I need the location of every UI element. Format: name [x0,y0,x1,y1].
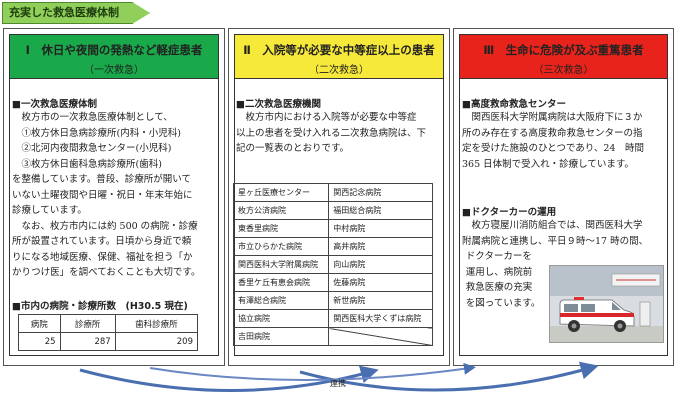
link-arrow-mid [149,362,476,381]
primary-care-body-line: いない土曜夜間や日曜・祝日・年末年始に [12,189,193,201]
doctor-car-body-line: 救急医療の充実 [465,282,533,293]
table-row: 吉田病院 [232,327,433,346]
secondary-care-header-title: Ⅱ 入院等が必要な中等症以上の患者 [243,43,435,57]
table-row: 25 287 209 [18,332,199,351]
facility-count-title: ■市内の病院・診療所数 (H30.5 現在) [12,301,188,312]
ambulance-icon [550,266,663,342]
facility-item: ③枚方休日歯科急病診療所(歯科) [21,158,162,170]
secondary-care-header: Ⅱ 入院等が必要な中等症以上の患者 （二次救急） [235,35,443,79]
emergency-center-body-line: 定を受けた施設のひとつであり、24 時間 [462,143,644,154]
table-row: 協立病院関西医科大学くずは病院 [232,309,433,328]
table-row: 香里ケ丘有恵会病院佐藤病院 [232,273,433,292]
primary-care-panel: Ⅰ 休日や夜間の発熱など軽症患者 （一次救急） [9,34,219,356]
page-title: 充実した救急医療体制 [2,2,150,24]
doctor-car-body-line: を図っています。 [465,297,541,309]
link-label: 連携 [330,379,346,388]
primary-care-body-line: なお、枚方市内には約 500 の病院・診療 [12,220,198,232]
hospital-name-left: 香里ケ丘有恵会病院 [232,273,330,292]
primary-care-body-line: 診療しています。 [12,205,87,216]
hospital-name-left: 吉田病院 [232,327,330,346]
emergency-center-body-line: 365 日体制で受入れ・診療しています。 [462,158,634,170]
secondary-care-body-line: 記の一覧表のとおりです。 [236,143,350,154]
table-row: 市立ひらかた病院高井病院 [232,237,433,256]
primary-care-text: 枚方市の一次救急医療体制として、 ①枚方休日急病診療所(内科・小児科) ②北河内… [12,110,220,281]
tertiary-care-header-sub: （三次救急） [533,65,594,76]
primary-care-header-title: Ⅰ 休日や夜間の発熱など軽症患者 [25,43,203,57]
hospital-name-right [328,327,433,346]
emergency-center-body-line: 所のみ存在する高度救命救急センターの指 [462,127,643,139]
primary-care-section-title: ■一次救急医療体制 [12,99,97,110]
doctor-car-title: ■ドクターカーの運用 [462,207,557,218]
primary-care-panel-frame: Ⅰ 休日や夜間の発熱など軽症患者 （一次救急） [3,28,225,366]
secondary-care-header-sub: （二次救急） [309,65,369,76]
facility-count-table: 病院 診療所 歯科診療所 25 287 209 [18,314,199,351]
count-value-dental: 209 [114,332,199,351]
secondary-care-body-line: 以上の患者を受け入れる二次救急病院は、下 [236,127,427,139]
doctor-car-body-line: ドクターカーを [465,251,532,262]
hospital-name-left: 枚方公済病院 [232,201,330,220]
doctor-car-body-line: 附属病院と連携し、平日９時～17 時の間、 [462,235,649,247]
primary-care-intro: 枚方市の一次救急医療体制として、 [21,112,173,123]
primary-care-header-sub: （一次救急） [84,65,144,76]
primary-care-body-line: 所が設置されています。日頃から身近で頼 [12,236,192,247]
hospital-list-table: 星ヶ丘医療センター関西記念病院枚方公済病院福田総合病院東香里病院中村病院市立ひら… [232,183,433,346]
emergency-center-text: 関西医科大学附属病院は大阪府下に３か 所のみ存在する高度救命救急センターの指 定… [462,110,670,172]
table-row: 枚方公済病院福田総合病院 [232,201,433,220]
secondary-care-section-title: ■二次救急医療機関 [236,99,321,110]
tertiary-care-header: Ⅲ 生命に危険が及ぶ重篤患者 （三次救急） [460,35,667,79]
facility-item: ①枚方休日急病診療所(内科・小児科) [21,127,181,139]
emergency-center-title: ■高度救命救急センター [462,99,566,110]
emergency-center-body-line: 関西医科大学附属病院は大阪府下に３か [462,112,643,123]
secondary-care-text: 枚方市内における入院等が必要な中等症 以上の患者を受け入れる二次救急病院は、下 … [236,110,444,157]
facility-item: ②北河内夜間救急センター(小児科) [21,143,172,154]
count-value-clinics: 287 [59,332,116,351]
primary-care-header: Ⅰ 休日や夜間の発熱など軽症患者 （一次救急） [10,35,218,79]
doctor-car-body-line: 枚方寝屋川消防組合では、関西医科大学 [462,220,643,231]
tertiary-care-header-title: Ⅲ 生命に危険が及ぶ重篤患者 [483,43,644,57]
table-row: 有澤総合病院新世病院 [232,291,433,310]
doctor-car-body-line: 運用し、病院前 [465,266,533,278]
secondary-care-body-line: 枚方市内における入院等が必要な中等症 [236,112,417,123]
doctor-car-text: 枚方寝屋川消防組合では、関西医科大学 附属病院と連携し、平日９時～17 時の間、… [462,218,670,311]
table-row: 星ヶ丘医療センター関西記念病院 [232,183,433,202]
table-row: 関西医科大学附属病院向山病院 [232,255,433,274]
primary-care-body-line: りになる地域医療、保健、福祉を担う「か [12,251,193,263]
doctor-car-photo [549,265,664,343]
primary-care-body-line: を整備しています。普段、診療所が開いて [12,174,191,185]
primary-care-body-line: かりつけ医」を調べておくことも大切です。 [12,267,201,278]
